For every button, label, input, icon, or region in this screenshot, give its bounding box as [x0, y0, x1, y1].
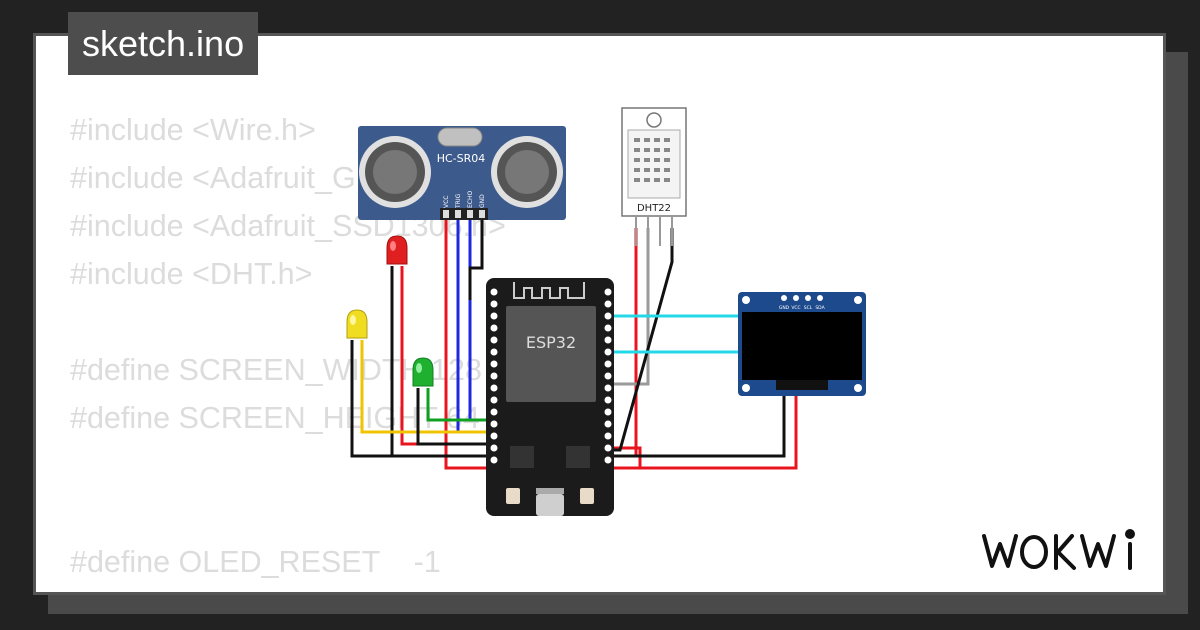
- dht22-sensor[interactable]: DHT22: [621, 107, 687, 246]
- oled-pin-gnd: GND: [779, 305, 790, 311]
- led-yellow[interactable]: [346, 309, 368, 339]
- ultrasonic-label: HC-SR04: [437, 152, 486, 165]
- dht22-label: DHT22: [637, 203, 671, 214]
- ultrasonic-sensor[interactable]: HC-SR04 VCC TRIG ECHO GND: [358, 126, 566, 220]
- code-line: #define SCREEN_WIDTH 128: [70, 353, 482, 387]
- oled-display[interactable]: GND VCC SCL SDA: [738, 292, 866, 396]
- wokwi-logo: [982, 529, 1135, 570]
- esp32-label: ESP32: [526, 333, 576, 352]
- wire-green-led-cathode: [416, 388, 492, 446]
- oled-pin-scl: SCL: [804, 305, 813, 311]
- code-line: #define SCREEN_HEIGHT 64: [70, 401, 480, 435]
- esp32-board[interactable]: ESP32: [486, 278, 614, 516]
- wire-red-led-cathode: [390, 266, 492, 458]
- oled-pin-vcc: VCC: [791, 305, 800, 311]
- file-tab[interactable]: sketch.ino: [68, 12, 259, 75]
- ultrasonic-pin-echo: ECHO: [467, 191, 474, 208]
- wire-yellow-led-cathode: [350, 340, 492, 458]
- ultrasonic-pin-trig: TRIG: [455, 193, 462, 209]
- wire-dht-vcc: [612, 228, 638, 458]
- code-line: #define OLED_RESET -1: [70, 545, 441, 579]
- led-red[interactable]: [386, 235, 408, 265]
- ultrasonic-pin-vcc: VCC: [443, 196, 450, 208]
- code-line: #include <Wire.h>: [70, 113, 316, 147]
- led-green[interactable]: [412, 357, 434, 387]
- ultrasonic-pin-gnd: GND: [479, 194, 486, 208]
- oled-pin-sda: SDA: [815, 305, 825, 311]
- code-line: #include <DHT.h>: [70, 257, 313, 291]
- wire-yellow-led-anode: [360, 340, 492, 434]
- wire-dht-data: [612, 228, 650, 386]
- wire-dht-gnd: [612, 228, 674, 452]
- wire-ultrasonic-gnd: [468, 220, 484, 300]
- wire-green-led-anode: [426, 388, 492, 422]
